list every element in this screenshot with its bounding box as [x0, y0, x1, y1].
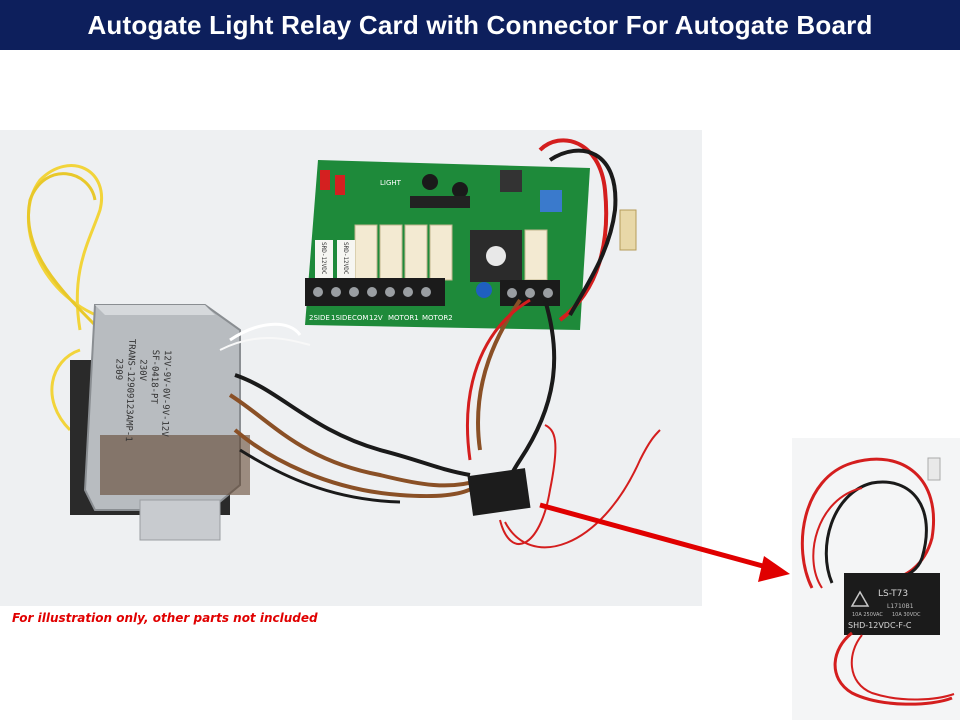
terminal-label-motor2: MOTOR2	[422, 314, 453, 322]
terminal-label-1side: 1SIDE	[331, 314, 352, 322]
relay-card-closeup-photo: LS-T73 L1710B1 10A 250VAC 10A 30VDC SHD-…	[792, 438, 960, 720]
terminal-label-motor1: MOTOR1	[388, 314, 419, 322]
page-title: Autogate Light Relay Card with Connector…	[87, 9, 873, 40]
transformer-label-4: TRANS-12909123AMP-1	[123, 339, 137, 442]
terminal-label-12v: 12V	[369, 314, 383, 322]
relay-rating-dc: 10A 30VDC	[892, 612, 921, 618]
relay-rating-ac: 10A 250VAC	[852, 612, 883, 618]
terminal-label-2side: 2SIDE	[309, 314, 330, 322]
board-text: LIGHT	[380, 179, 402, 187]
relay-model-label: LS-T73	[878, 589, 908, 599]
terminal-label-com: COM	[352, 314, 368, 322]
relay-board: LIGHT SRD-12VDC SRD-12VDC 2SIDE 1SIDE	[305, 160, 590, 330]
transformer-label-3: 230V	[137, 359, 148, 382]
title-bar: Autogate Light Relay Card with Connector…	[0, 0, 960, 50]
transformer: 12V-9V-0V-9V-12V SF-0418-PT 230V TRANS-1…	[70, 304, 250, 541]
transformer-label-1: 12V-9V-0V-9V-12V	[159, 350, 172, 438]
mini-relay-card	[467, 468, 531, 516]
main-product-photo: 12V-9V-0V-9V-12V SF-0418-PT 230V TRANS-1…	[0, 130, 702, 606]
illustration-note: For illustration only, other parts not i…	[12, 611, 318, 625]
relay-label-1: SRD-12VDC	[320, 242, 327, 275]
relay-part-label: SHD-12VDC-F-C	[848, 621, 912, 630]
relay-label-2: SRD-12VDC	[342, 242, 349, 275]
transformer-label-5: 2309	[113, 358, 124, 380]
transformer-label-2: SF-0418-PT	[148, 349, 160, 404]
relay-code-label: L1710B1	[887, 603, 914, 610]
